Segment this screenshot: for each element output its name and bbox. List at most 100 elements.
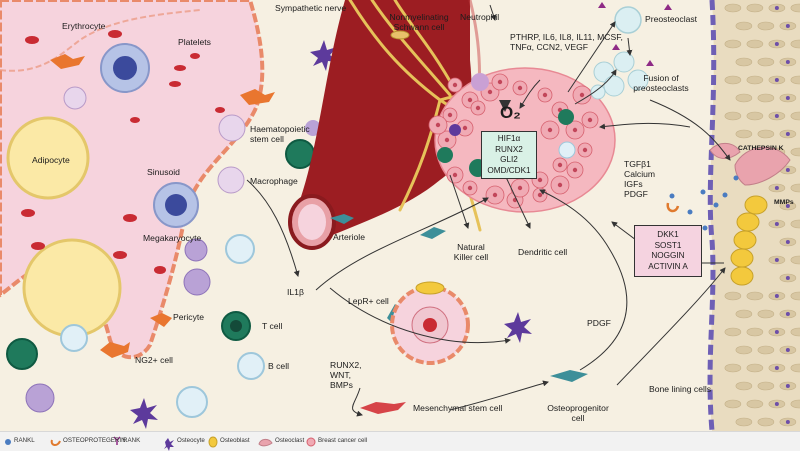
blood-cell xyxy=(25,383,55,413)
label-cathepsin-k: CATHEPSIN K xyxy=(738,145,784,152)
bone-lacuna xyxy=(757,57,775,67)
osteocyte xyxy=(785,24,790,28)
bone-lacuna xyxy=(757,93,775,103)
label-o2: O₂ xyxy=(500,103,521,122)
immune-cell xyxy=(437,147,453,163)
label-pericyte: Pericyte xyxy=(173,312,205,322)
osteocyte xyxy=(774,258,779,262)
label-dendritic-cell: Dendritic cell xyxy=(518,247,568,257)
osteocyte xyxy=(774,402,779,406)
label-megakaryocyte: Megakaryocyte xyxy=(143,233,202,243)
bone-lacuna xyxy=(724,399,742,409)
rank-receptors xyxy=(598,2,672,66)
bone-lacuna xyxy=(790,327,800,337)
blood-cell xyxy=(176,386,208,418)
osteoblasts xyxy=(730,195,768,286)
bone-lacuna xyxy=(790,111,800,121)
mesenchymal-stem-cell xyxy=(360,402,406,414)
bone-lacuna xyxy=(735,129,753,139)
osteoblast-icon xyxy=(208,436,218,448)
neutrophil-cell xyxy=(471,73,489,91)
label-adipocyte: Adipocyte xyxy=(32,155,70,165)
label-cytokines: PTHRP, IL6, IL8, IL11, MCSF, TNFα, CCN2,… xyxy=(510,32,623,52)
bone-lacuna xyxy=(790,183,800,193)
macrophage-cell xyxy=(217,166,245,194)
label-il1b: IL1β xyxy=(287,287,304,297)
osteoprotegerin-icon xyxy=(50,439,61,446)
erythrocytes xyxy=(21,30,225,274)
label-msc-factors: RUNX2, WNT, BMPs xyxy=(330,360,362,390)
osteocyte xyxy=(774,186,779,190)
bone-lacuna xyxy=(790,147,800,157)
label-erythrocyte: Erythrocyte xyxy=(62,21,106,31)
label-sympathetic-nerve: Sympathetic nerve xyxy=(275,3,347,13)
osteocyte xyxy=(785,312,790,316)
osteocyte xyxy=(774,114,779,118)
bone-lacuna xyxy=(735,309,753,319)
pathway-arrows xyxy=(246,4,731,417)
bone-lacuna xyxy=(724,291,742,301)
blood-cell xyxy=(183,268,211,296)
bone-lacuna xyxy=(724,363,742,373)
dendritic-cell-right xyxy=(504,312,532,343)
bone-lacuna xyxy=(757,417,775,427)
osteoprogenitor-cell xyxy=(550,370,588,382)
blood-cell xyxy=(285,139,315,169)
ng2-cell xyxy=(100,342,130,358)
label-haematopoietic-stem-cell: Haematopoietic stem cell xyxy=(250,124,310,144)
adipocyte-cell-1 xyxy=(6,116,90,200)
bone-lacuna xyxy=(790,255,800,265)
label-pdgf: PDGF xyxy=(587,318,611,328)
legend-rank: RANK xyxy=(123,437,141,444)
bone-lacuna xyxy=(746,291,764,301)
b-cell xyxy=(237,352,265,380)
immune-cell xyxy=(558,109,574,125)
blood-cell xyxy=(225,234,255,264)
bone-lacuna xyxy=(735,345,753,355)
stromal-cell xyxy=(420,227,446,239)
label-b-cell: B cell xyxy=(268,361,290,371)
bone-lacuna xyxy=(790,399,800,409)
legend-osteoprotegerin: OSTEOPROTEGERIN xyxy=(63,437,126,444)
osteocyte xyxy=(785,60,790,64)
bone-lacuna xyxy=(790,363,800,373)
label-tgfb1: TGFβ1 xyxy=(624,159,651,169)
blood-cell xyxy=(184,238,208,262)
label-t-cell: T cell xyxy=(262,321,283,331)
adipocyte-cell-2 xyxy=(22,238,122,338)
label-arteriole: Arteriole xyxy=(333,232,365,242)
label-igfs: IGFs xyxy=(624,179,643,189)
label-sinusoid: Sinusoid xyxy=(147,167,180,177)
osteocyte xyxy=(785,132,790,136)
osteocyte xyxy=(785,384,790,388)
bone-lacuna xyxy=(746,111,764,121)
bone-lacuna xyxy=(724,75,742,85)
osteocyte xyxy=(785,168,790,172)
osteocyte xyxy=(785,204,790,208)
bone-lacuna xyxy=(757,129,775,139)
bone-lacuna xyxy=(746,39,764,49)
osteocyte-icon xyxy=(164,438,174,451)
bone-lacuna xyxy=(724,3,742,13)
label-mmps: MMPs xyxy=(774,199,794,206)
bone-lacuna xyxy=(790,3,800,13)
label-calcium: Calcium xyxy=(624,169,656,179)
osteocyte xyxy=(774,6,779,10)
bone-lacuna xyxy=(735,21,753,31)
breast-cancer-cell-icon xyxy=(306,437,316,447)
pericyte-cell-right xyxy=(240,89,275,105)
arteriole-vessel xyxy=(288,0,481,250)
inhibitor-box: DKK1 SOST1 NOGGIN ACTIVIN A xyxy=(634,225,702,277)
label-lepr-cell: LepR+ cell xyxy=(348,296,389,306)
tumor-gene-box: HIF1α RUNX2 GLI2 OMD/CDK1 xyxy=(481,131,537,179)
bone-lacuna xyxy=(735,93,753,103)
label-mesenchymal-stem-cell: Mesenchymal stem cell xyxy=(413,403,503,413)
bone-lacuna xyxy=(757,345,775,355)
bone-lacuna xyxy=(724,39,742,49)
bone-lacuna xyxy=(746,75,764,85)
stromal-cell xyxy=(330,214,354,224)
bone-lacuna xyxy=(757,381,775,391)
bone-lacuna xyxy=(746,363,764,373)
bone-lacuna xyxy=(735,57,753,67)
